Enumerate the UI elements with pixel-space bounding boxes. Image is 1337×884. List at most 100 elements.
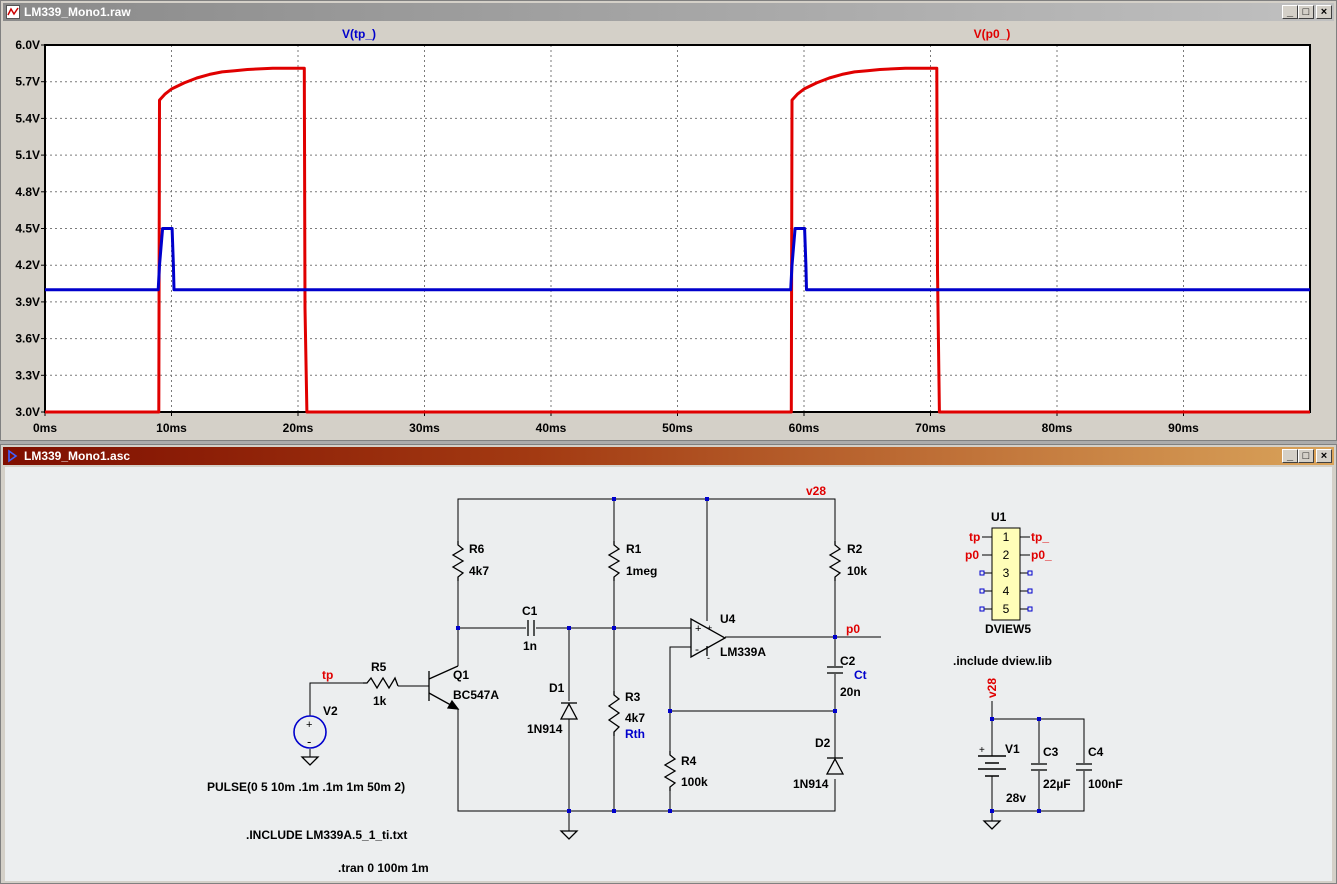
resistor-r5[interactable] [363, 676, 399, 690]
u4-plus-sign: + [695, 623, 701, 635]
waveform-close-button[interactable]: × [1316, 5, 1332, 19]
voltage-source-v2[interactable] [293, 715, 327, 749]
waveform-plot[interactable]: 3.0V3.3V3.6V3.9V4.2V4.5V4.8V5.1V5.4V5.7V… [1, 23, 1336, 440]
y-tick-label: 5.4V [15, 111, 40, 125]
c3-ref: C3 [1043, 745, 1059, 759]
u1-pin-5: 5 [1003, 602, 1010, 616]
u1-net-tp-out: tp_ [1031, 530, 1049, 544]
v2-pulse-value: PULSE(0 5 10m .1m .1m 1m 50m 2) [207, 780, 405, 794]
waveform-minimize-button[interactable]: _ [1282, 5, 1298, 19]
wire-inminus[interactable] [669, 646, 691, 751]
trace-v-tp[interactable] [45, 227, 1310, 292]
schematic-minimize-button[interactable]: _ [1282, 449, 1298, 463]
wire-top-rail[interactable] [457, 498, 836, 541]
r5-ref: R5 [371, 660, 387, 674]
junction-dot [612, 809, 616, 813]
transistor-q1[interactable] [428, 665, 460, 710]
resistor-r1[interactable] [607, 541, 621, 581]
net-label-v28-top: v28 [806, 484, 826, 498]
diode-d1[interactable] [559, 702, 579, 720]
comparator-u4[interactable] [690, 617, 727, 659]
r3-ref: R3 [625, 690, 641, 704]
wire-bottom-rail[interactable] [457, 709, 836, 812]
resistor-r2[interactable] [828, 541, 842, 581]
r5-value: 1k [373, 694, 387, 708]
ground-symbol-main [559, 830, 579, 840]
y-tick-label: 3.3V [15, 368, 40, 382]
u4-vminus-pin: - [707, 653, 710, 663]
dview-block-u1[interactable]: 1 2 3 4 5 [979, 527, 1033, 621]
r2-ref: R2 [847, 542, 863, 556]
c1-value: 1n [523, 639, 537, 653]
y-tick-label: 5.1V [15, 148, 40, 162]
r2-value: 10k [847, 564, 867, 578]
trace-v-p0[interactable] [45, 66, 1310, 414]
junction-dot [990, 809, 994, 813]
ground-symbol-v2 [300, 756, 320, 766]
c1-ref: C1 [522, 604, 538, 618]
x-tick-label: 90ms [1168, 421, 1199, 435]
wire-tp-in[interactable] [309, 682, 363, 716]
schematic-window: LM339_Mono1.asc _ □ × [0, 444, 1337, 884]
junction-dot [612, 626, 616, 630]
junction-dot [456, 626, 460, 630]
resistor-r3[interactable] [607, 691, 621, 736]
directive-include-lm339[interactable]: .INCLUDE LM339A.5_1_ti.txt [246, 828, 407, 842]
d2-ref: D2 [815, 736, 831, 750]
junction-dot [705, 497, 709, 501]
d2-value: 1N914 [793, 777, 829, 791]
u1-net-p0: p0 [965, 548, 979, 562]
v2-ref: V2 [323, 704, 338, 718]
schematic-titlebar[interactable]: LM339_Mono1.asc _ □ × [3, 447, 1334, 465]
u1-value: DVIEW5 [985, 622, 1031, 636]
u4-value: LM339A [720, 645, 766, 659]
schematic-canvas[interactable]: + - + - + - + [5, 467, 1332, 881]
u4-minus-sign: - [695, 642, 699, 656]
junction-dot [612, 497, 616, 501]
r6-value: 4k7 [469, 564, 489, 578]
c4-ref: C4 [1088, 745, 1104, 759]
capacitor-c2[interactable] [827, 666, 843, 674]
x-tick-label: 70ms [915, 421, 946, 435]
diode-d2[interactable] [825, 757, 845, 775]
r3-extra-label: Rth [625, 727, 645, 741]
schematic-close-button[interactable]: × [1316, 449, 1332, 463]
resistor-r4[interactable] [663, 751, 677, 791]
r3-value: 4k7 [625, 711, 645, 725]
y-tick-label: 4.5V [15, 222, 40, 236]
junction-dot [833, 709, 837, 713]
battery-v1[interactable] [978, 755, 1006, 777]
junction-dot [567, 809, 571, 813]
net-label-tp: tp [322, 668, 333, 682]
v2-minus-sign: - [307, 734, 311, 749]
x-tick-label: 40ms [536, 421, 567, 435]
waveform-maximize-button[interactable]: □ [1298, 5, 1314, 19]
resistor-r6[interactable] [451, 541, 465, 581]
waveform-titlebar[interactable]: LM339_Mono1.raw _ □ × [3, 3, 1334, 21]
u1-pin-3: 3 [1003, 566, 1010, 580]
d1-value: 1N914 [527, 722, 563, 736]
u4-vplus-pin: + [707, 623, 712, 633]
capacitor-c1[interactable] [527, 620, 535, 636]
x-tick-label: 80ms [1042, 421, 1073, 435]
u1-net-tp: tp [969, 530, 980, 544]
x-tick-label: 30ms [409, 421, 440, 435]
legend-v-tp[interactable]: V(tp_) [342, 27, 376, 41]
junction-dot [990, 717, 994, 721]
v1-ref: V1 [1005, 742, 1020, 756]
r4-value: 100k [681, 775, 708, 789]
junction-dot [668, 709, 672, 713]
r6-ref: R6 [469, 542, 485, 556]
capacitor-c4[interactable] [1076, 763, 1092, 771]
x-tick-label: 60ms [789, 421, 820, 435]
schematic-maximize-button[interactable]: □ [1298, 449, 1314, 463]
junction-dot [833, 635, 837, 639]
y-tick-label: 4.2V [15, 258, 40, 272]
waveform-window-title: LM339_Mono1.raw [24, 5, 131, 19]
directive-include-dview[interactable]: .include dview.lib [953, 654, 1052, 668]
r1-value: 1meg [626, 564, 657, 578]
directive-tran[interactable]: .tran 0 100m 1m [338, 861, 429, 875]
capacitor-c3[interactable] [1031, 763, 1047, 771]
legend-v-p0[interactable]: V(p0_) [974, 27, 1011, 41]
